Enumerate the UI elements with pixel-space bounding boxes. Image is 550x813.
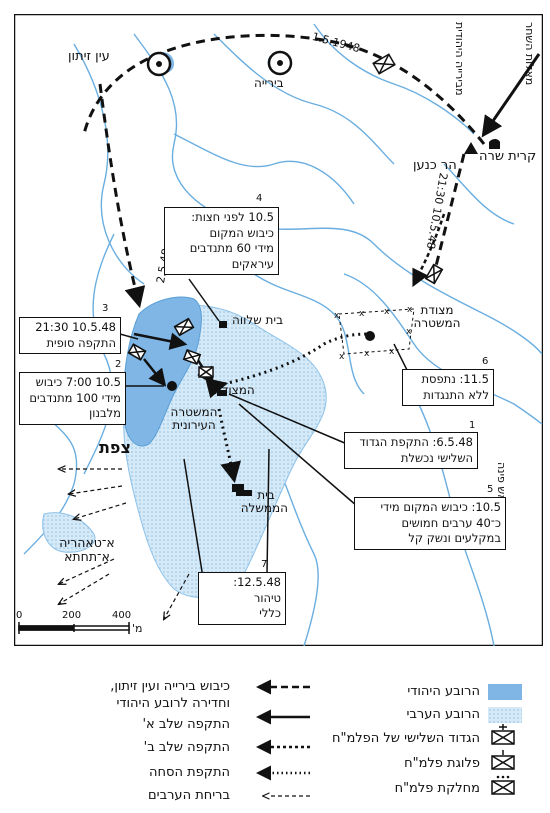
box-1-number: 1 <box>469 420 476 431</box>
label-maalot-hashachar: מאלות השחר <box>523 22 536 86</box>
svg-text:x: x <box>364 349 370 359</box>
legend-platoon-dots <box>496 775 510 779</box>
box-1: 6.5.48: התקפת הגדוד השלישי נכשלת <box>344 432 478 470</box>
stage-a-beit-shalva <box>133 332 188 350</box>
stage-a-mishtara <box>143 358 167 387</box>
route-kenaan <box>432 153 466 275</box>
target-marks <box>156 60 375 391</box>
government-house-building <box>232 484 252 496</box>
swatch-jewish <box>488 684 522 700</box>
label-metzada: המצודה <box>214 383 255 397</box>
stage-a-maalot <box>481 53 541 138</box>
box-6-line: ללא התנגדות <box>423 387 489 402</box>
label-mishtara-ironit: המשטרה העירונית <box>170 405 218 433</box>
legend-stage-b: התקפה שלב ב' <box>143 740 230 755</box>
box-4-line: עיראקים <box>231 256 274 271</box>
capture-route-south <box>98 83 146 309</box>
box-4-number: 4 <box>256 193 263 204</box>
box-4-line: כיבוש המקום <box>209 225 275 240</box>
label-kiryat-shara: קרית שרה <box>479 149 537 164</box>
box-2-line: מלבנון <box>89 406 121 421</box>
box-3-line: התקפה סופית <box>46 335 117 350</box>
box-3: 21:30 10.5.48 התקפה סופית <box>19 317 121 355</box>
box-7-line: כללי <box>259 606 281 621</box>
leader-lines <box>119 278 410 585</box>
beit-shalva-building <box>219 321 227 328</box>
label-ein-zeitun: עין זיתון <box>68 49 110 64</box>
scale-unit: מ' <box>132 622 143 635</box>
svg-text:x: x <box>407 305 413 315</box>
stage-b-kenaan <box>412 213 446 288</box>
capture-route-north <box>82 33 486 145</box>
legend-symbols <box>256 679 522 810</box>
svg-text:x: x <box>334 311 340 321</box>
fortress-x-marks: x x x x x x x x <box>334 305 413 362</box>
box-1-line: 6.5.48: התקפת הגדוד <box>359 435 473 449</box>
har-kenaan-peak-icon <box>464 142 478 154</box>
arab-flight-arrows <box>59 469 190 619</box>
scale-tick-200: 200 <box>62 610 82 621</box>
box-3-line: 21:30 10.5.48 <box>35 320 116 334</box>
label-biriya: בירייה <box>254 76 284 90</box>
box-2-line: 10.5 7:00 כיבוש <box>35 375 121 389</box>
legend-jewish-quarter: הרובע היהודי <box>407 684 480 699</box>
box-5-number: 5 <box>487 484 494 495</box>
box-3-number: 3 <box>102 303 109 314</box>
legend-diversion: התקפת הסחה <box>149 765 230 780</box>
label-tsfat: צפת <box>99 438 131 457</box>
scale-bar <box>18 622 130 634</box>
box-4-line: מידי 60 מתנדבים <box>189 241 274 256</box>
scale-tick-0: 0 <box>16 610 23 621</box>
box-1-line: השלישי נכשלת <box>400 450 473 465</box>
box-6-line: 11.5: נתפסת <box>421 372 489 386</box>
box-5: 10.5: כיבוש המקום מידי כ־40 ערבים חמושים… <box>354 497 506 550</box>
metzada-building <box>217 390 227 396</box>
svg-text:x: x <box>359 309 365 319</box>
svg-text:x: x <box>389 347 395 357</box>
legend-stage-a: התקפה שלב א' <box>142 717 230 732</box>
box-4-line: 10.5 לפני חצות: <box>191 210 274 224</box>
box-5-line: במקלעים ונשק קל <box>408 531 501 546</box>
box-6-number: 6 <box>482 356 489 367</box>
unit-symbols <box>127 53 444 378</box>
fortress-perimeter <box>338 308 415 355</box>
legend-arab-quarter: הרובע הערבי <box>406 707 480 722</box>
map: x x x x x x x x <box>14 14 543 646</box>
swatch-arab <box>488 707 522 723</box>
scale-tick-400: 400 <box>112 610 132 621</box>
legend: הרובע היהודי הרובע הערבי הגדוד השלישי של… <box>0 660 550 810</box>
box-2-number: 2 <box>115 359 122 370</box>
label-taitaba: א־טאהריה א־תחתא <box>59 535 115 564</box>
legend-capture-line1: כיבוש בירייה ועין זיתון, <box>110 679 230 694</box>
kiryat-shara-icon <box>489 139 500 149</box>
label-beit-hamemshala: בית הממשלה <box>240 488 288 516</box>
box-5-line: כ־40 ערבים חמושים <box>401 515 501 530</box>
svg-text:x: x <box>384 307 390 317</box>
box-7-number: 7 <box>261 559 268 570</box>
box-6: 11.5: נתפסת ללא התנגדות <box>402 369 494 407</box>
legend-unit-symbols <box>491 724 515 795</box>
legend-capture-line2: וחדירה לרובע היהודי <box>116 696 231 711</box>
label-beit-shalva: בית שלווה <box>232 313 284 327</box>
label-metzudat-hamishtara: מצודת המשטרה <box>413 303 461 331</box>
diversion-government <box>217 408 242 484</box>
box-4: 10.5 לפני חצות: כיבוש המקום מידי 60 מתנד… <box>164 207 279 276</box>
legend-company: פלוגת פלמ"ח <box>404 756 480 771</box>
legend-third-battalion: הגדוד השלישי של הפלמ"ח <box>331 731 480 746</box>
diversion-route <box>205 332 375 399</box>
svg-text:x: x <box>339 352 345 362</box>
legend-arab-flight: בריחת הערבים <box>148 788 230 803</box>
box-7-line: 12.5.48: טיהור <box>233 575 281 605</box>
box-7: 12.5.48: טיהור כללי <box>198 572 286 625</box>
label-mibiriya-yehudit: מבירייה היהודית <box>453 22 466 96</box>
box-2: 10.5 7:00 כיבוש מידי 100 מתנדבים מלבנון <box>19 372 126 425</box>
legend-platoon: מחלקת פלמ"ח <box>394 781 480 796</box>
svg-text:x: x <box>406 327 412 337</box>
box-2-line: מידי 100 מתנדבים <box>29 390 121 405</box>
label-har-kenaan: הר כנען <box>413 158 457 173</box>
box-5-line: 10.5: כיבוש המקום מידי <box>380 500 501 514</box>
